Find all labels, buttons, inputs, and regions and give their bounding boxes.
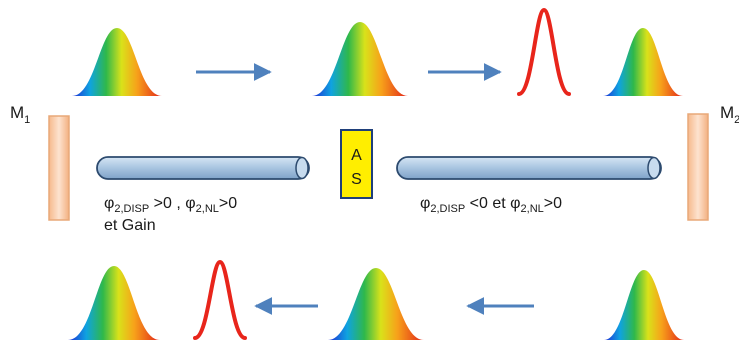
caption-left-line1: φ2,DISP >0 , φ2,NL>0 bbox=[104, 195, 237, 215]
pulse-narrow-top bbox=[517, 7, 571, 96]
pulse-broad-top-3 bbox=[603, 28, 683, 96]
pulse-broad-top-2 bbox=[312, 22, 408, 96]
fiber-left bbox=[96, 156, 310, 180]
pulse-narrow-bottom bbox=[193, 259, 247, 340]
caption-left-line2: et Gain bbox=[104, 217, 156, 234]
mirror-right-label: M2 bbox=[720, 103, 739, 126]
fiber-right bbox=[396, 156, 662, 180]
mirror-right bbox=[687, 113, 709, 221]
pulse-broad-top-1 bbox=[72, 28, 162, 96]
mirror-left-label: M1 bbox=[10, 103, 30, 126]
pulse-broad-bottom-3 bbox=[604, 270, 684, 340]
pulse-broad-bottom-2 bbox=[328, 268, 424, 340]
sa-letter-s: S bbox=[351, 171, 362, 188]
saturable-absorber bbox=[340, 129, 373, 199]
caption-right: φ2,DISP <0 et φ2,NL>0 bbox=[420, 195, 562, 215]
sa-letter-a: A bbox=[351, 147, 362, 164]
mirror-left bbox=[48, 115, 70, 221]
pulse-broad-bottom-1 bbox=[68, 266, 160, 340]
